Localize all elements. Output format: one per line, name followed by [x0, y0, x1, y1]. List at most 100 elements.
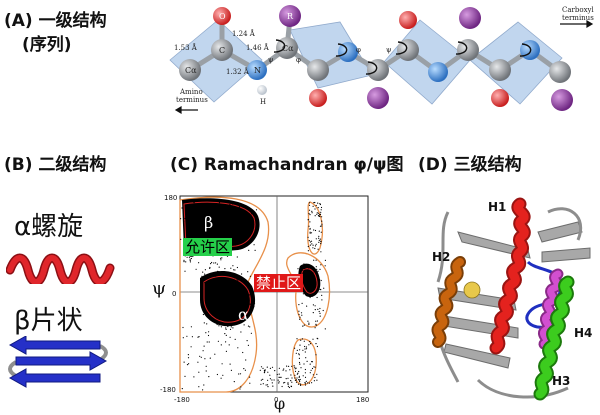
scatter-dot [185, 261, 187, 263]
forbidden-region-badge: 禁止区 [254, 274, 304, 292]
scatter-dot [309, 296, 311, 299]
atom-n-3 [428, 62, 448, 82]
alpha-helix-ribbon [6, 253, 115, 284]
region-alpha-symbol: α [238, 305, 249, 324]
scatter-dot [203, 384, 205, 386]
scatter-dot [182, 337, 184, 339]
scatter-dot [259, 369, 261, 371]
scatter-dot [227, 325, 229, 328]
scatter-dot [243, 311, 245, 314]
scatter-dot [312, 247, 314, 249]
scatter-dot [300, 312, 303, 314]
scatter-dot [222, 282, 224, 284]
scatter-dot [199, 355, 201, 357]
scatter-dot [249, 294, 251, 296]
scatter-dot [220, 326, 222, 328]
scatter-dot [208, 331, 210, 333]
scatter-dot [322, 309, 324, 312]
scatter-dot [220, 259, 222, 261]
atom-ca-2 [276, 37, 298, 59]
scatter-dot [197, 361, 199, 363]
scatter-dot [310, 232, 313, 234]
scatter-dot [225, 350, 227, 352]
helix-label-h1: H1 [488, 200, 507, 214]
scatter-dot [223, 216, 225, 218]
scatter-dot [196, 219, 198, 222]
scatter-dot [319, 203, 321, 205]
scatter-dot [248, 312, 250, 314]
scatter-dot [241, 273, 243, 275]
scatter-dot [315, 259, 317, 261]
scatter-dot [301, 314, 303, 316]
scatter-dot [227, 296, 229, 298]
psi-mark-2: ψ [386, 46, 392, 54]
scatter-dot [204, 269, 206, 271]
scatter-dot [190, 211, 192, 213]
scatter-dot [314, 376, 316, 379]
scatter-dot [243, 324, 245, 326]
atom-ca-3 [367, 59, 389, 81]
scatter-dot [321, 220, 323, 222]
scatter-dot [302, 375, 304, 377]
scatter-dot [288, 365, 290, 367]
carboxyl-terminus-arrow [560, 19, 594, 29]
scatter-dot [305, 380, 307, 382]
scatter-dot [248, 249, 250, 251]
scatter-dot [226, 223, 228, 225]
atom-label-ca-1: Cα [185, 66, 197, 75]
scatter-dot [236, 266, 238, 269]
scatter-dot [269, 378, 271, 380]
atom-h-1 [257, 85, 267, 95]
scatter-dot [308, 382, 310, 384]
scatter-dot [220, 257, 222, 259]
scatter-dot [297, 268, 299, 270]
scatter-dot [212, 228, 215, 230]
scatter-dot [304, 382, 306, 384]
scatter-dot [189, 222, 191, 224]
scatter-dot [216, 263, 218, 265]
scatter-dot [301, 338, 303, 340]
scatter-dot [217, 340, 219, 342]
scatter-dot [230, 369, 232, 371]
scatter-dot [308, 204, 311, 206]
scatter-dot [262, 383, 264, 385]
atom-r-4 [551, 89, 573, 111]
beta-sheet-label: β片状 [14, 306, 83, 336]
scatter-dot [308, 267, 310, 269]
scatter-dot [218, 325, 220, 327]
scatter-dot [311, 367, 314, 370]
atom-o-2 [309, 89, 327, 107]
scatter-dot [307, 320, 309, 322]
scatter-dot [217, 211, 219, 213]
scatter-dot [309, 241, 311, 243]
scatter-dot [312, 312, 314, 314]
scatter-dot [297, 383, 300, 385]
scatter-dot [215, 275, 217, 277]
scatter-dot [319, 268, 321, 270]
scatter-dot [304, 376, 307, 378]
scatter-dot [321, 223, 323, 225]
scatter-dot [311, 243, 313, 245]
scatter-dot [319, 315, 321, 317]
scatter-dot [218, 202, 221, 204]
scatter-dot [298, 310, 300, 312]
scatter-dot [234, 338, 236, 340]
scatter-dot [309, 214, 311, 216]
scatter-dot [307, 278, 309, 280]
scatter-dot [302, 349, 304, 351]
scatter-dot [217, 279, 219, 281]
scatter-dot [307, 382, 309, 384]
scatter-dot [296, 373, 298, 375]
scatter-dot [320, 279, 322, 282]
scatter-dot [315, 343, 317, 345]
scatter-dot [242, 206, 244, 208]
scatter-dot [215, 222, 217, 224]
scatter-dot [214, 304, 217, 306]
scatter-dot [236, 256, 238, 258]
scatter-dot [263, 372, 265, 374]
scatter-dot [299, 349, 301, 351]
scatter-dot [185, 200, 188, 202]
scatter-dot [202, 291, 204, 293]
scatter-dot [206, 323, 208, 325]
scatter-dot [217, 274, 219, 276]
